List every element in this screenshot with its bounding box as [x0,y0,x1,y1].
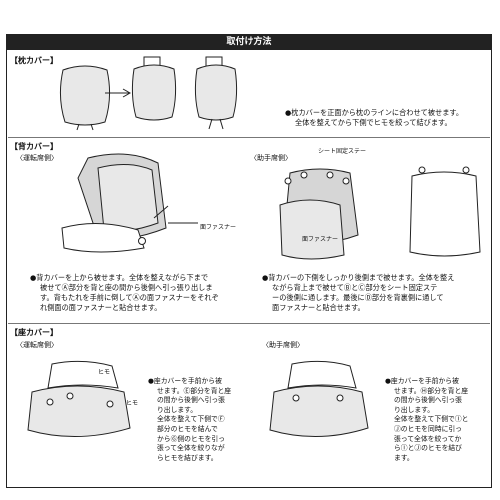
pillow-illustration-1 [59,65,111,131]
seat-driver-note-line: からⒼ側のヒモを引っ [157,434,225,443]
back-driver-note-line: す。背もたれを手前に倒してⒶの面ファスナーをそれぞ [40,293,219,302]
back-passenger-illustration [279,168,359,260]
fastener-label: 面ファスナー [200,224,237,231]
seat-driver-note-line: 全体を整えて下側でⒻ [157,415,225,424]
seat-driver-note-line: 部分のヒモを結んで [157,424,218,433]
seat-passenger-note-line: せます。Ⓗ部分を背と座 [394,386,469,395]
back-driver-note: ●背カバーを上から被せます。全体を整えながら下まで 被せてⒶ部分を背と座の間から… [30,273,219,313]
back-driver-label: 〈運転席側〉 [16,154,58,162]
section-divider [8,137,490,138]
seat-passenger-note-line: ます。 [394,453,414,462]
himo-label: ヒモ [98,369,111,376]
back-driver-note-line: れ側面の面ファスナーと貼合せます。 [40,303,162,312]
seat-driver-note-line: らヒモを結びます。 [157,453,218,462]
seat-driver-note: ●座カバーを手前から被 せます。Ⓔ部分を背と座 の間から後側へ引っ張 り出します… [148,377,231,463]
back-rear-illustration [409,166,481,257]
seat-driver-note-line: ●座カバーを手前から被 [148,377,222,385]
seat-passenger-label: 〈助手席側〉 [262,341,304,349]
seat-driver-note-line: 張って全体を絞りなが [157,444,225,453]
back-driver-note-line: 被せてⒶ部分を背と座の間から後側へ引っ張り出しま [40,283,213,292]
seat-section-label: 【座カバー】 [10,328,58,337]
stay-label: シート固定ステー [318,148,367,155]
seat-driver-illustration [27,360,131,438]
arrow-right-icon [168,222,198,224]
back-passenger-note-line: 面ファスナーと貼合せます。 [272,303,365,312]
pillow-illustration-2 [131,56,177,121]
section-divider [8,323,490,324]
back-passenger-note-line: ●背カバーの下側をしっかり後側まで被せます。全体を整え [262,273,455,282]
seat-passenger-note-line: ●座カバーを手前から被 [385,377,459,385]
seat-passenger-note-line: の間から後側へ引っ張 [394,396,462,405]
seat-driver-label: 〈運転席側〉 [16,341,58,349]
seat-passenger-illustration [269,360,369,438]
back-passenger-note-line: ながら背上まで被せてⒷとⒸ部分をシート固定ステ [272,283,438,292]
page-title: 取付け方法 [6,34,492,50]
seat-driver-note-line: せます。Ⓔ部分を背と座 [157,386,232,395]
back-section-label: 【背カバー】 [10,142,58,151]
pillow-section-label: 【枕カバー】 [10,56,58,65]
back-passenger-note-line: ーの後側に通します。最後にⒹ部分を背裏側に通して [272,293,444,302]
himo-label-2: ヒモ [126,400,139,407]
seat-passenger-note: ●座カバーを手前から被 せます。Ⓗ部分を背と座 の間から後側へ引っ張 り出します… [385,377,468,463]
seat-passenger-note-line: 全体を整えて下側でⒾと [394,415,469,424]
seat-driver-note-line: の間から後側へ引っ張 [157,396,225,405]
pillow-note-line: ●枕カバーを正面から枕のラインに合わせて被せます。 [285,108,464,117]
seat-passenger-note-line: 張って全体を絞ってか [394,434,462,443]
back-driver-note-line: ●背カバーを上から被せます。全体を整えながら下まで [30,273,209,282]
seat-passenger-note-line: Ⓙのヒモを同時に引っ [394,424,462,433]
seat-passenger-note-line: り出します。 [394,405,435,414]
back-driver-illustration [61,153,169,253]
fastener-label-2: 面ファスナー [302,236,339,243]
seat-passenger-note-line: らⒾとⒿのヒモを結び [394,444,462,453]
pillow-note-line: 全体を整えてから下側でヒモを絞って結びます。 [295,118,452,127]
back-passenger-label: 〈助手席側〉 [250,154,292,162]
pillow-illustration-3 [194,56,238,130]
seat-driver-note-line: り出します。 [157,405,198,414]
arrow-right-icon [105,88,132,98]
pillow-note: ●枕カバーを正面から枕のラインに合わせて被せます。 全体を整えてから下側でヒモを… [285,108,463,128]
back-passenger-note: ●背カバーの下側をしっかり後側まで被せます。全体を整え ながら背上まで被せてⒷと… [262,273,454,313]
